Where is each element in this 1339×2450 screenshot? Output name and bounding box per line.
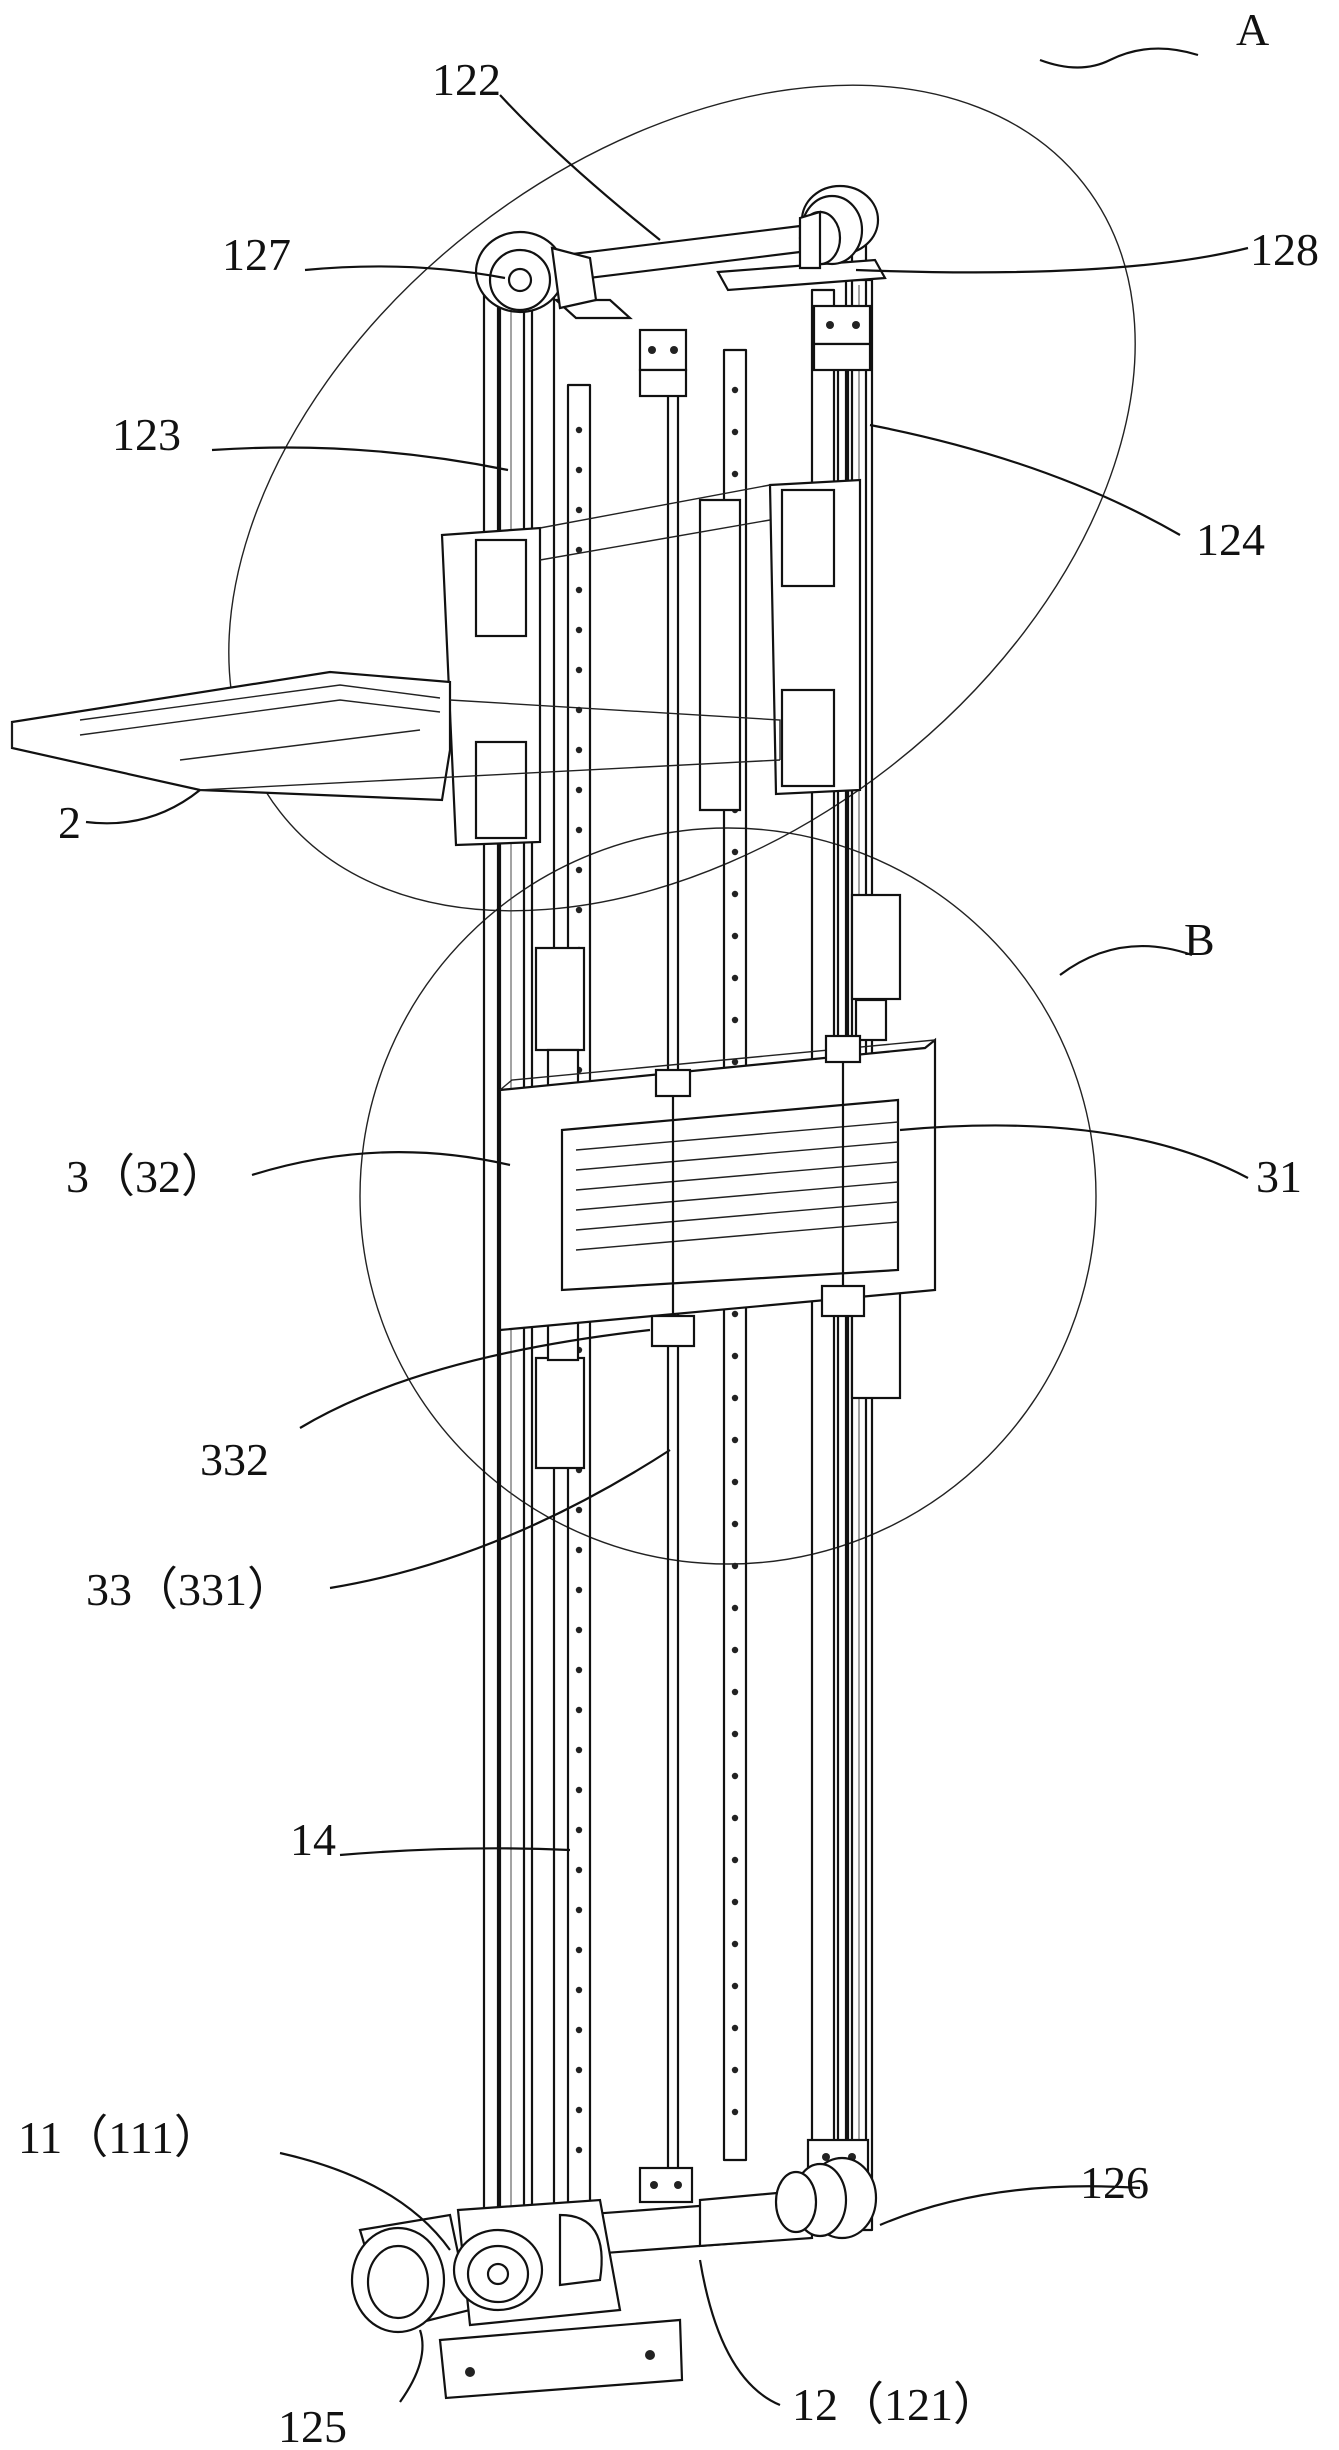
rail-hole [731, 1562, 739, 1570]
rail-hole [731, 1310, 739, 1318]
rail-hole [575, 2146, 583, 2154]
top-left-pulley [474, 230, 598, 314]
rail-hole [731, 1646, 739, 1654]
label-3-32: 3（32） [66, 1151, 227, 1202]
rail-hole [575, 1706, 583, 1714]
rail-hole [575, 426, 583, 434]
rail-hole [575, 786, 583, 794]
bottom-right-pulley [774, 2156, 878, 2240]
rail-hole [731, 2066, 739, 2074]
rail-hole [575, 746, 583, 754]
rail-hole [731, 1730, 739, 1738]
leader-lines [85, 47, 1249, 2407]
rail-hole [731, 1982, 739, 1990]
fork-frame [10, 670, 781, 802]
label-126: 126 [1080, 2157, 1149, 2208]
rail-hole [731, 2108, 739, 2116]
rail-hole [731, 386, 739, 394]
rail-hole [731, 1520, 739, 1528]
rail-hole [575, 906, 583, 914]
rail-hole [575, 626, 583, 634]
top-right-pulley [798, 184, 880, 270]
detail-b-enclosure [359, 827, 1097, 1565]
detail-a-enclosure [228, 84, 1136, 912]
carriage-plates [440, 478, 862, 847]
rail-hole [575, 866, 583, 874]
rail-hole [575, 1546, 583, 1554]
label-2: 2 [58, 797, 81, 848]
label-128: 128 [1250, 224, 1319, 275]
rail-hole [575, 2106, 583, 2114]
rail-hole [731, 1856, 739, 1864]
rail-hole [575, 586, 583, 594]
rail-hole [575, 1986, 583, 1994]
rail-hole [731, 1436, 739, 1444]
rail-hole [731, 1016, 739, 1024]
rail-hole [575, 1746, 583, 1754]
rail-hole [575, 466, 583, 474]
label-14: 14 [290, 1814, 336, 1865]
rail-hole [575, 1586, 583, 1594]
rail-hole [731, 1604, 739, 1612]
label-11-111: 11（111） [18, 2112, 220, 2163]
label-125: 125 [278, 2401, 347, 2450]
rail-hole [731, 848, 739, 856]
rail-hole [731, 470, 739, 478]
bottom-left-pulley [452, 2228, 544, 2312]
rail-hole [731, 1688, 739, 1696]
label-122: 122 [432, 54, 501, 105]
rail-hole [731, 1394, 739, 1402]
rail-hole [575, 1666, 583, 1674]
rail-hole [575, 1906, 583, 1914]
rail-hole [575, 1626, 583, 1634]
label-127: 127 [222, 229, 291, 280]
rail-hole [731, 428, 739, 436]
label-124: 124 [1196, 514, 1265, 565]
rail-hole [575, 546, 583, 554]
rail-hole [575, 2066, 583, 2074]
rail-hole [575, 666, 583, 674]
lift-box [498, 1037, 937, 1332]
motor [350, 2213, 472, 2334]
rail-hole [575, 2026, 583, 2034]
rail-hole [731, 2024, 739, 2032]
label-b: B [1184, 914, 1215, 965]
rail-hole [731, 1940, 739, 1948]
screw-nuts [650, 1034, 866, 1348]
rail-hole [731, 1058, 739, 1066]
rail-hole [575, 1946, 583, 1954]
rail-hole [731, 1898, 739, 1906]
label-a: A [1236, 4, 1269, 55]
label-332: 332 [200, 1434, 269, 1485]
label-123: 123 [112, 409, 181, 460]
label-12-121: 12（121） [792, 2379, 999, 2430]
rail-hole [731, 1772, 739, 1780]
rail-hole [575, 1506, 583, 1514]
top-bearing-blocks [638, 304, 872, 398]
rail-hole [731, 974, 739, 982]
rail-hole [731, 1814, 739, 1822]
rail-hole [731, 932, 739, 940]
rail-hole [575, 826, 583, 834]
rail-hole [731, 1352, 739, 1360]
rail-hole [575, 1786, 583, 1794]
rail-hole [575, 1826, 583, 1834]
rail-hole [575, 506, 583, 514]
label-31: 31 [1256, 1151, 1302, 1202]
rail-hole [731, 1478, 739, 1486]
rail-hole [731, 890, 739, 898]
label-33-331: 33（331） [86, 1564, 293, 1615]
rail-hole [575, 1866, 583, 1874]
callout-labels: A 122 127 128 123 124 2 B 3（32） 31 332 3… [18, 4, 1319, 2450]
